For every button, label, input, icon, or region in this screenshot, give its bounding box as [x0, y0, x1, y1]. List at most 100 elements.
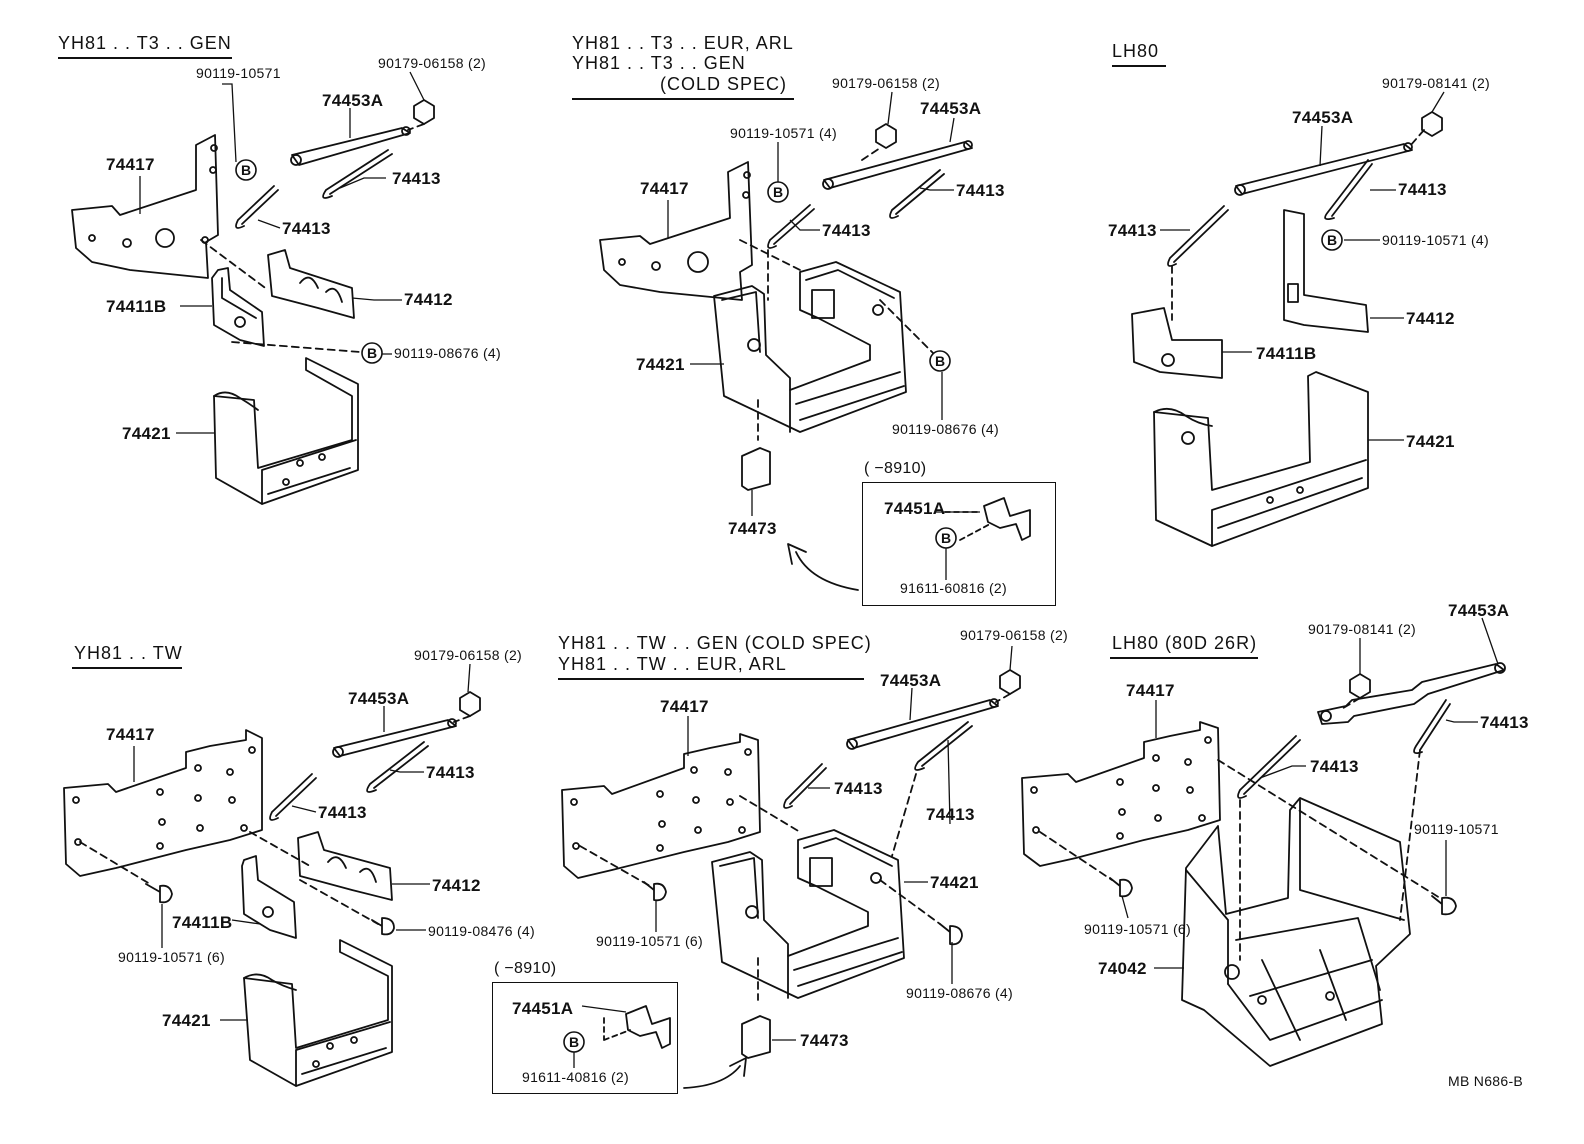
s3-label-1: 90179-08141 (2): [1382, 75, 1491, 91]
s6-label-3: 74417: [1126, 681, 1175, 700]
marker-s5-inset-text: B: [569, 1034, 579, 1050]
s5-label-1: 90179-06158 (2): [960, 627, 1069, 643]
s3-label-7: 74411B: [1256, 344, 1317, 363]
s1-artwork: [71, 99, 435, 505]
s4-label-7: 74411B: [172, 913, 233, 932]
s3-label-8: 74421: [1406, 432, 1455, 451]
s1-label-1: 90119-10571: [196, 65, 281, 81]
marker-s2-a-text: B: [773, 184, 783, 200]
marker-s1-b: B: [361, 342, 383, 364]
s2-nut: [875, 123, 897, 149]
s2-label-2: 74453A: [920, 99, 982, 118]
s6-label-4: 74413: [1480, 713, 1529, 732]
s4-label-9: 90119-10571 (6): [118, 949, 225, 965]
s2-title-underline: [572, 98, 794, 100]
s4-label-5: 74413: [318, 803, 367, 822]
s3-artwork: [1131, 111, 1443, 547]
s2-title-line-2: YH81 . . T3 . . GEN: [572, 53, 746, 73]
s1-clamp-74411B: [211, 267, 265, 347]
s2-label-9: 74473: [728, 519, 777, 538]
s2-inset-part-b: 91611-60816 (2): [900, 580, 1007, 596]
s2-label-1: 90179-06158 (2): [832, 75, 941, 91]
s5-label-9: 74473: [800, 1031, 849, 1050]
s5-inset-box: [492, 982, 678, 1094]
s4-label-4: 74413: [426, 763, 475, 782]
marker-s3-text: B: [1327, 232, 1337, 248]
s5-clip-74451A: [625, 1005, 671, 1049]
s6-label-6: 90119-10571: [1414, 821, 1499, 837]
s2-j-bolt-2: [889, 169, 945, 219]
s5-title-line-1: YH81 . . TW . . GEN (COLD SPEC): [558, 633, 872, 653]
marker-s1-b-text: B: [367, 345, 377, 361]
s6-label-2: 90179-08141 (2): [1308, 621, 1417, 637]
s1-label-5: 74413: [392, 169, 441, 188]
s4-clamp-74411B: [241, 855, 297, 939]
s2-label-7: 74421: [636, 355, 685, 374]
s6-label-1: 74453A: [1448, 601, 1510, 620]
marker-s1-a-text: B: [241, 162, 251, 178]
s4-bolt-90119-10571: [145, 883, 173, 904]
marker-s3: B: [1321, 229, 1343, 251]
s4-bolt-90119-08476: [371, 917, 395, 936]
s3-label-6: 74412: [1406, 309, 1455, 328]
s2-label-8: 90119-08676 (4): [892, 421, 999, 437]
s6-title-underline: [1110, 657, 1258, 659]
s2-inset-part-a: 74451A: [884, 499, 946, 518]
s1-label-9: 90119-08676 (4): [394, 345, 501, 361]
s5-hold-down-rod-74453A: [847, 699, 999, 749]
s4-label-6: 74412: [432, 876, 481, 895]
s2-title-line-1: YH81 . . T3 . . EUR, ARL: [572, 33, 794, 53]
s4-hold-down-rod-74453A: [333, 719, 457, 757]
s6-bolt-90119-10571-b: [1431, 895, 1457, 916]
s2-inset-arrow: [795, 551, 859, 591]
s4-j-bolt-1: [269, 773, 317, 821]
s3-label-3: 74413: [1398, 180, 1447, 199]
s5-inset-part-a: 74451A: [512, 999, 574, 1018]
s5-inset-part-b: 91611-40816 (2): [522, 1069, 629, 1085]
marker-s2-inset: B: [935, 527, 957, 549]
s2-label-5: 74413: [956, 181, 1005, 200]
s3-title: LH80: [1112, 41, 1160, 61]
s5-inset-arrow: [683, 1065, 741, 1089]
s5-j-bolt-1: [783, 763, 827, 809]
s5-label-6: 74421: [930, 873, 979, 892]
s3-j-bolt-1: [1167, 205, 1229, 267]
s3-label-4: 74413: [1108, 221, 1157, 240]
s4-label-10: 74421: [162, 1011, 211, 1030]
s5-label-4: 74413: [834, 779, 883, 798]
s4-nut: [459, 691, 481, 717]
marker-s2-inset-text: B: [941, 530, 951, 546]
s4-artwork: [63, 691, 481, 1087]
s1-label-2: 90179-06158 (2): [378, 55, 487, 71]
s3-tray-74421: [1153, 371, 1369, 547]
s5-label-2: 74453A: [880, 671, 942, 690]
s2-label-6: 74413: [822, 221, 871, 240]
s1-label-4: 74417: [106, 155, 155, 174]
s4-label-1: 90179-06158 (2): [414, 647, 523, 663]
s5-title-underline: [558, 678, 864, 680]
s6-carrier-74042: [1181, 797, 1411, 1067]
s6-title: LH80 (80D 26R): [1112, 633, 1258, 653]
s5-bolt-90119-08676: [939, 923, 963, 946]
s4-plate-74412: [297, 831, 393, 901]
s1-title-underline: [58, 57, 232, 59]
s2-inset-box: [862, 482, 1056, 606]
s5-artwork: [561, 669, 1021, 1089]
s1-label-6: 74413: [282, 219, 331, 238]
s2-j-bolt-1: [767, 204, 815, 249]
s2-bracket-74417: [599, 161, 753, 301]
s5-cover-74473: [741, 1015, 771, 1059]
s3-label-5: 90119-10571 (4): [1382, 232, 1489, 248]
s5-inset-range: ( −8910): [494, 960, 557, 977]
s1-tray-74421: [213, 357, 359, 505]
s2-inset-range: ( −8910): [864, 460, 927, 477]
s4-label-2: 74453A: [348, 689, 410, 708]
s4-tray-74421: [243, 939, 393, 1087]
s5-title-line-2: YH81 . . TW . . EUR, ARL: [558, 654, 787, 674]
s4-label-3: 74417: [106, 725, 155, 744]
s2-title-line-3: (COLD SPEC): [660, 74, 788, 94]
s6-label-7: 90119-10571 (6): [1084, 921, 1191, 937]
marker-s2-b-text: B: [935, 353, 945, 369]
